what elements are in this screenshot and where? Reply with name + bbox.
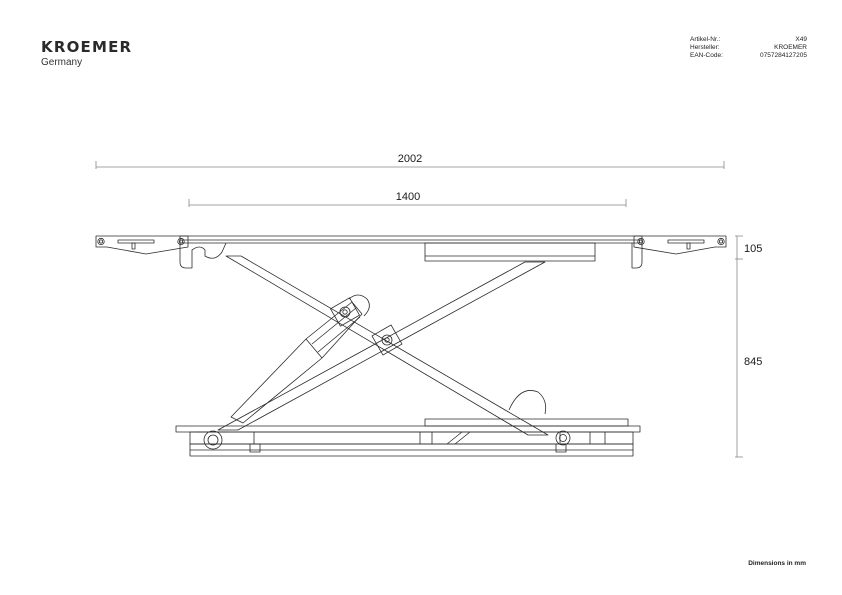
pivot-cylinder [330,294,370,327]
info-label: Hersteller: [690,44,720,51]
info-value: KROEMER [774,44,807,51]
info-value: 0757284127205 [760,52,807,59]
dimension-vertical [735,235,743,458]
dimension-label-overall: 2002 [398,153,422,165]
roller-right [555,430,571,446]
brand-name: KROEMER [41,38,133,56]
dimension-overall-length [95,161,725,169]
info-label: EAN-Code: [690,52,723,59]
pivot-center [371,324,403,356]
dimension-label-platform: 1400 [396,191,420,203]
scissor-arm-2 [217,261,546,431]
brand-country: Germany [41,57,83,68]
info-row-manufacturer: Hersteller: KROEMER [690,44,807,52]
dimension-platform-length [188,199,627,207]
units-note: Dimensions in mm [748,560,806,567]
info-row-ean: EAN-Code: 0757284127205 [690,52,807,60]
info-label: Artikel-Nr.: [690,36,721,43]
scissor-arm-1 [225,255,549,436]
top-platform [179,235,643,269]
brand-logo: KROEMER Germany [41,38,132,69]
base-frame [175,390,641,457]
right-extension-arm [633,235,727,255]
hydraulic-cylinder [230,301,363,424]
info-value: X49 [795,36,807,43]
info-row-article: Artikel-Nr.: X49 [690,36,807,44]
roller-left [196,430,228,450]
left-extension-arm [95,235,189,255]
dimension-label-lift-height: 845 [744,356,762,368]
article-info: Artikel-Nr.: X49 Hersteller: KROEMER EAN… [690,36,807,60]
dimension-label-platform-height: 105 [744,243,762,255]
